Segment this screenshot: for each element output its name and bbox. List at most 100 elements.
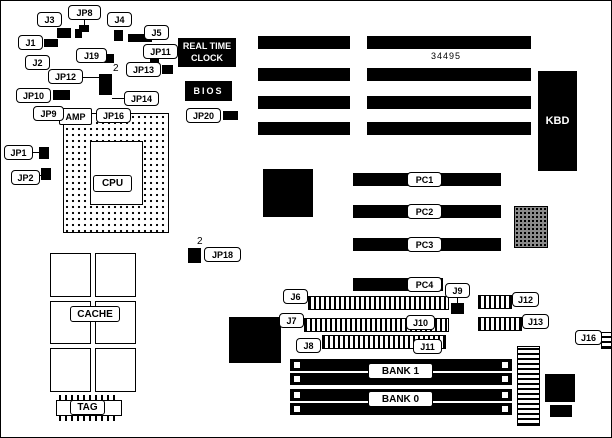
- callout-j8: J8: [296, 338, 321, 353]
- isa-slot-segment: [258, 96, 350, 109]
- bank1-label: BANK 1: [368, 363, 433, 379]
- isa-slot-segment: [258, 36, 350, 49]
- pci-slot-label-pc1: PC1: [407, 172, 442, 187]
- cache-chip: [95, 253, 136, 297]
- bios-chip: BIOS: [185, 81, 232, 101]
- simm-notch: [294, 392, 300, 398]
- tag-chip-pins: [59, 395, 119, 400]
- isa-slot-segment: [258, 68, 350, 81]
- callout-j16: J16: [575, 330, 602, 345]
- jumper-block: [53, 90, 70, 100]
- callout-jp8: JP8: [68, 5, 101, 20]
- callout-line: [40, 175, 43, 176]
- callout-j6: J6: [283, 289, 308, 304]
- callout-jp16: JP16: [96, 108, 131, 123]
- kbd-label: KBD: [545, 115, 570, 127]
- controller-chip: [229, 317, 281, 363]
- callout-line: [84, 20, 85, 25]
- callout-j11: J11: [413, 339, 442, 354]
- simm-notch: [502, 406, 508, 412]
- amp-label: AMP: [59, 108, 92, 125]
- cpu-socket: [63, 113, 169, 233]
- simm-slot: [290, 403, 512, 415]
- tag-chip-pins: [59, 416, 119, 421]
- connector-j6: [308, 296, 449, 310]
- isa-slot-segment: [367, 68, 531, 81]
- real-time-clock-chip: REAL TIME CLOCK: [178, 38, 236, 67]
- callout-jp9: JP9: [33, 106, 64, 121]
- callout-j9: J9: [445, 283, 470, 298]
- bank0-label: BANK 0: [368, 391, 433, 407]
- callout-j7: J7: [279, 313, 304, 328]
- callout-jp10: JP10: [16, 88, 51, 103]
- chipset-chip: [263, 169, 313, 217]
- simm-notch: [294, 362, 300, 368]
- callout-jp1: JP1: [4, 145, 33, 160]
- callout-j5: J5: [144, 25, 169, 40]
- callout-jp18: JP18: [204, 247, 241, 262]
- callout-j3: J3: [37, 12, 62, 27]
- jumper-block: [128, 34, 152, 42]
- cpu-label: CPU: [93, 175, 132, 192]
- jumper-block: [104, 54, 114, 63]
- jumper-block: [41, 168, 51, 180]
- connector-j12: [478, 295, 512, 309]
- board-part-number: 34495: [431, 51, 462, 61]
- jumper-block: [99, 74, 112, 95]
- din-connector-tab: [550, 405, 572, 417]
- connector-j16: [601, 332, 611, 349]
- callout-j12: J12: [512, 292, 539, 307]
- jumper-block: [188, 248, 201, 263]
- power-connector: [517, 346, 540, 426]
- simm-notch: [294, 376, 300, 382]
- cpu-socket-inner: [90, 141, 143, 205]
- cache-label: CACHE: [70, 306, 120, 322]
- simm-notch: [502, 362, 508, 368]
- pci-slot-label-pc4: PC4: [407, 277, 442, 292]
- callout-j4: J4: [107, 12, 132, 27]
- pci-slot-label-pc2: PC2: [407, 204, 442, 219]
- rtc-label-line2: CLOCK: [191, 52, 223, 63]
- isa-slot-segment: [367, 122, 531, 135]
- callout-j19: J19: [76, 48, 107, 63]
- callout-jp20: JP20: [186, 108, 221, 123]
- jumper-block: [162, 65, 173, 74]
- callout-j13: J13: [522, 314, 549, 329]
- isa-slot-segment: [367, 96, 531, 109]
- pin2-marker: 2: [113, 63, 119, 74]
- pin2-marker: 2: [197, 236, 203, 247]
- simm-notch: [294, 406, 300, 412]
- cache-chip: [95, 348, 136, 392]
- jumper-block: [223, 111, 238, 120]
- callout-j10: J10: [406, 315, 435, 330]
- bios-label: BIOS: [193, 86, 224, 96]
- simm-slot: [290, 373, 512, 385]
- cache-chip: [50, 348, 91, 392]
- connector-j13: [478, 317, 522, 331]
- callout-line: [457, 298, 458, 303]
- isa-slot-segment: [367, 36, 531, 49]
- jumper-block: [39, 147, 49, 159]
- connector-j9: [451, 303, 464, 314]
- callout-j1: J1: [18, 35, 43, 50]
- callout-jp13: JP13: [126, 62, 161, 77]
- simm-notch: [502, 376, 508, 382]
- jumper-block: [114, 30, 123, 41]
- callout-line: [83, 77, 99, 78]
- callout-line: [112, 98, 124, 99]
- callout-jp14: JP14: [124, 91, 159, 106]
- jumper-block: [44, 39, 58, 47]
- tag-label: TAG: [70, 400, 105, 415]
- jumper-block: [75, 29, 82, 38]
- callout-jp12: JP12: [48, 69, 83, 84]
- rtc-label-line1: REAL TIME: [182, 41, 232, 52]
- cache-chip: [50, 253, 91, 297]
- callout-jp11: JP11: [143, 44, 178, 59]
- pci-slot-label-pc3: PC3: [407, 237, 442, 252]
- jumper-block: [79, 25, 89, 32]
- callout-jp2: JP2: [11, 170, 40, 185]
- din-connector: [545, 374, 575, 402]
- jumper-block: [57, 28, 71, 38]
- simm-notch: [502, 392, 508, 398]
- keyboard-connector: KBD: [538, 71, 577, 171]
